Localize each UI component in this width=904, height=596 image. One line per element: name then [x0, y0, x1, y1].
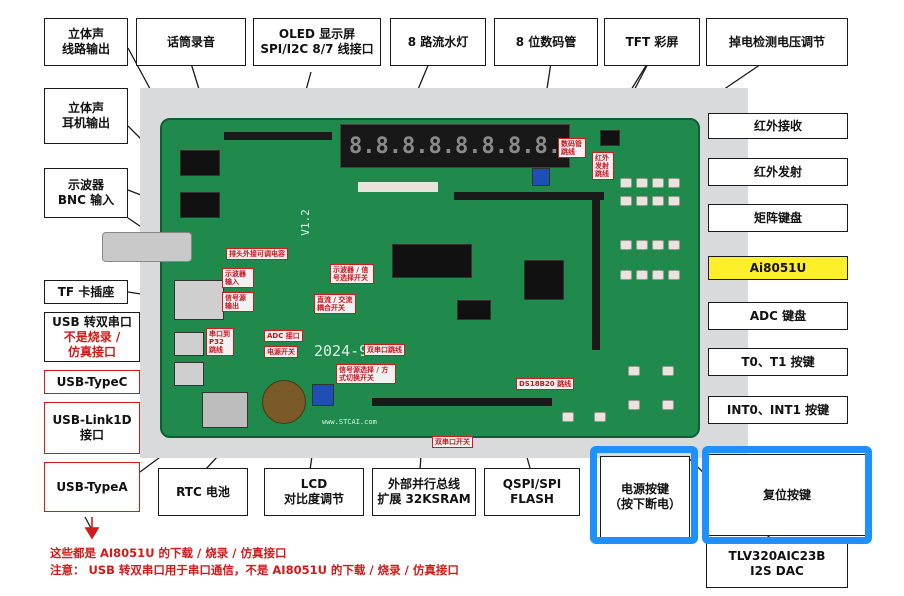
board-version: V1.2	[298, 209, 312, 236]
tag-adc-in: ADC 接口	[264, 330, 303, 342]
tag-dual-serial: 双串口跳线	[364, 344, 405, 356]
label-seg8: 8 位数码管	[494, 18, 598, 66]
tag-dual-switch: 双串口开关	[432, 436, 473, 448]
matrix-key[interactable]	[668, 178, 680, 188]
note-line-1: 这些都是 AI8051U 的下载 / 烧录 / 仿真接口	[50, 546, 287, 560]
label-ext-bus: 外部并行总线 扩展 32KSRAM	[372, 468, 476, 516]
adc-key[interactable]	[668, 240, 680, 250]
label-adc-keys: ADC 键盘	[708, 302, 848, 330]
rtc-battery	[262, 380, 306, 424]
tf-socket	[174, 280, 224, 320]
bnc-connector	[102, 232, 192, 262]
label-stereo-line-out: 立体声 线路输出	[44, 18, 128, 66]
notes: 这些都是 AI8051U 的下载 / 烧录 / 仿真接口 注意： USB 转双串…	[50, 545, 459, 579]
tag-serial-p32: 串口到 P32 跳线	[206, 328, 234, 356]
reset-key[interactable]	[594, 412, 606, 422]
side-header	[592, 200, 600, 350]
label-rtc: RTC 电池	[158, 468, 248, 516]
seven-segment-display: 8.8.8.8.8.8.8.8.	[340, 124, 570, 168]
label-t0-t1-keys: T0、T1 按键	[708, 348, 848, 376]
adc-key[interactable]	[652, 270, 664, 280]
tag-coupling: 直流 / 交流耦合开关	[314, 294, 356, 314]
matrix-key[interactable]	[636, 178, 648, 188]
tag-scope-input: 示波器输入	[222, 268, 254, 288]
note-line-2: 注意： USB 转双串口用于串口通信，不是 AI8051U 的下载 / 烧录 /…	[50, 563, 459, 577]
audio-jack-2	[180, 192, 220, 218]
t0-key[interactable]	[628, 366, 640, 376]
matrix-key[interactable]	[620, 196, 632, 206]
power-key[interactable]	[562, 412, 574, 422]
tag-ds18b20: DS18B20 跳线	[516, 378, 575, 390]
label-leds8: 8 路流水灯	[390, 18, 486, 66]
tag-seg-cap: 数码管跳线	[558, 138, 586, 158]
bottom-header	[372, 398, 552, 406]
label-dac: TLV320AIC23B I2S DAC	[706, 540, 848, 588]
label-tft: TFT 彩屏	[604, 18, 700, 66]
tag-bus-select: 信号源选择 / 方式切换开关	[336, 364, 396, 384]
matrix-key[interactable]	[636, 196, 648, 206]
usb-port-a	[202, 392, 248, 428]
label-ai8051u: Ai8051U	[708, 256, 848, 280]
tag-ir-jumper: 红外发射跳线	[592, 152, 614, 180]
ai8051u-chip	[524, 260, 564, 300]
board-url: www.STCAI.com	[322, 418, 377, 426]
label-ir-transmit: 红外发射	[708, 158, 848, 186]
tag-ext-power: 排头外接可调电容	[226, 248, 288, 260]
adc-key[interactable]	[620, 240, 632, 250]
label-ir-receive: 红外接收	[708, 113, 848, 139]
label-matrix-keys: 矩阵键盘	[708, 204, 848, 232]
label-qspi: QSPI/SPI FLASH	[484, 468, 580, 516]
ir-receiver	[600, 130, 620, 146]
pcb-board: 8.8.8.8.8.8.8.8.	[102, 118, 700, 448]
oled-header	[224, 132, 332, 140]
label-power-button: 电源按键 （按下断电）	[600, 456, 690, 538]
label-usb-typec: USB-TypeC	[44, 370, 140, 394]
label-usb-link1d: USB-Link1D 接口	[44, 402, 140, 454]
flash-chip	[457, 300, 491, 320]
label-tf-socket: TF 卡插座	[44, 280, 128, 304]
adc-key[interactable]	[668, 270, 680, 280]
int0-key[interactable]	[628, 400, 640, 410]
matrix-key[interactable]	[620, 178, 632, 188]
usb-port-c	[174, 332, 204, 356]
tag-signal-out: 信号源输出	[222, 292, 254, 312]
usb-port-link	[174, 362, 204, 386]
label-mic: 话筒录音	[136, 18, 246, 66]
label-int0-int1-keys: INT0、INT1 按键	[708, 396, 848, 424]
seg-pot	[532, 168, 550, 186]
lcd-pot	[312, 384, 334, 406]
highlight-power-button	[590, 446, 698, 544]
adc-key[interactable]	[636, 270, 648, 280]
label-lcd: LCD 对比度调节	[264, 468, 364, 516]
sram-chip	[392, 244, 472, 278]
top-header	[454, 192, 604, 200]
highlight-reset-button	[702, 446, 872, 544]
label-usb-typea: USB-TypeA	[44, 462, 140, 512]
label-stereo-earphone: 立体声 耳机输出	[44, 88, 128, 144]
matrix-key[interactable]	[652, 196, 664, 206]
tag-wave-select: 示波器 / 信号选择开关	[330, 264, 374, 284]
label-usb-serial: USB 转双串口 不是烧录 / 仿真接口	[44, 312, 140, 362]
adc-key[interactable]	[636, 240, 648, 250]
int1-key[interactable]	[662, 400, 674, 410]
led-row	[358, 182, 438, 192]
tag-power-switch: 电源开关	[264, 346, 298, 358]
audio-jack-1	[180, 150, 220, 176]
matrix-key[interactable]	[668, 196, 680, 206]
matrix-key[interactable]	[652, 178, 664, 188]
t1-key[interactable]	[662, 366, 674, 376]
label-oled: OLED 显示屏 SPI/I2C 8/7 线接口	[253, 18, 381, 66]
adc-key[interactable]	[620, 270, 632, 280]
label-bnc: 示波器 BNC 输入	[44, 168, 128, 218]
adc-key[interactable]	[652, 240, 664, 250]
label-power-detect: 掉电检测电压调节	[706, 18, 848, 66]
